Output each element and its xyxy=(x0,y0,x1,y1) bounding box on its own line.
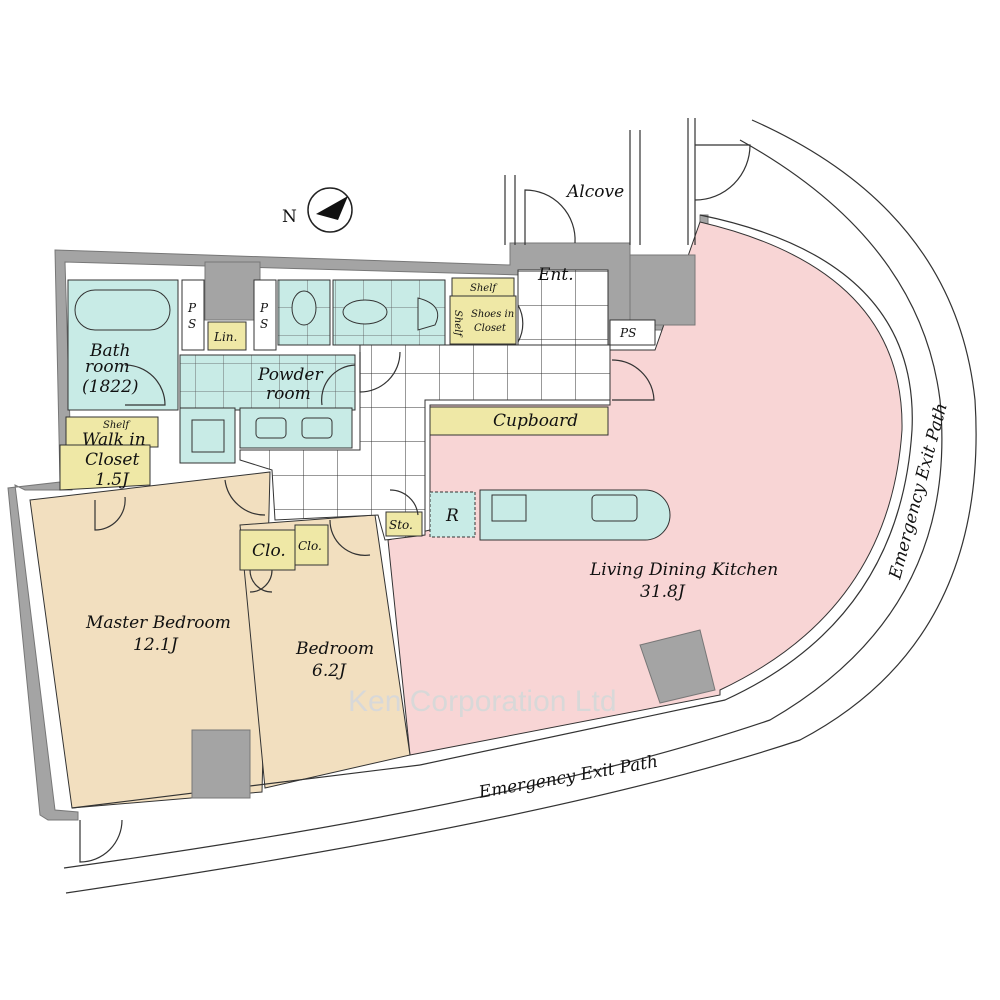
shoes-in-closet xyxy=(449,295,517,345)
ps-label: P xyxy=(187,301,197,315)
exit-path-label-bottom: Emergency Exit Path xyxy=(476,752,659,803)
pipe-space xyxy=(609,319,656,346)
bathroom-size: (1822) xyxy=(82,377,139,397)
alcove: Alcove xyxy=(504,118,751,245)
sink-icon xyxy=(255,417,287,439)
walk-in-closet xyxy=(59,444,151,491)
column xyxy=(191,729,251,799)
walk-in-closet-size: 1.5J xyxy=(95,470,130,490)
kitchen-sink-icon xyxy=(591,494,638,522)
alcove-label: Alcove xyxy=(565,182,624,202)
powder-room-label-2: room xyxy=(266,384,311,404)
master-bedroom xyxy=(29,471,271,809)
closet xyxy=(294,524,329,566)
shelf-label-vertical: Shelf xyxy=(452,310,463,338)
master-bedroom-label: Master Bedroom xyxy=(85,613,231,633)
column xyxy=(639,629,716,704)
closet-label: Clo. xyxy=(298,539,322,553)
walk-in-closet-label: Walk in xyxy=(82,430,146,450)
entrance-hall xyxy=(239,344,611,541)
toilet-icon xyxy=(342,299,388,325)
cupboard-label: Cupboard xyxy=(493,411,578,431)
bathroom-label-2: room xyxy=(85,357,130,377)
shoes-closet-label-2: Closet xyxy=(474,323,507,334)
vanity-sinks xyxy=(239,407,353,449)
bedroom-size: 6.2J xyxy=(312,661,347,681)
refrigerator xyxy=(429,491,476,538)
shelf-label: Shelf xyxy=(470,283,498,294)
ldk-label: Living Dining Kitchen xyxy=(589,560,778,580)
bedroom-label: Bedroom xyxy=(295,639,374,659)
ps-label: S xyxy=(188,317,196,331)
watermark: Ken Corporation Ltd xyxy=(348,685,617,718)
entrance-label: Ent. xyxy=(537,265,574,285)
pipe-space xyxy=(181,279,205,351)
stove-icon xyxy=(491,494,527,522)
ps-label: P xyxy=(259,301,269,315)
ldk-size: 31.8J xyxy=(640,582,686,602)
refrigerator-label: R xyxy=(445,506,459,526)
linen-label: Lin. xyxy=(213,330,237,344)
closet xyxy=(239,529,296,571)
storage xyxy=(385,511,423,537)
column xyxy=(204,261,261,321)
sink-icon xyxy=(301,417,333,439)
compass-label: N xyxy=(282,207,297,227)
compass-north-icon: N xyxy=(282,187,353,233)
shelf-label: Shelf xyxy=(103,420,131,431)
entrance xyxy=(517,269,609,346)
pipe-space xyxy=(253,279,277,351)
ps-label: S xyxy=(260,317,268,331)
bathtub-icon xyxy=(74,289,171,331)
bedroom xyxy=(239,514,411,789)
living-dining-kitchen xyxy=(387,221,903,756)
column xyxy=(629,254,696,326)
cupboard xyxy=(429,406,609,436)
ps-label: PS xyxy=(619,326,636,340)
storage-label: Sto. xyxy=(389,518,413,532)
shoes-closet-label: Shoes in xyxy=(471,309,514,320)
walk-in-closet-label-2: Closet xyxy=(85,450,139,470)
powder-room-label: Powder xyxy=(257,365,323,385)
linen-closet xyxy=(207,321,247,351)
closet-label: Clo. xyxy=(252,541,286,561)
walk-in-closet-shelf xyxy=(65,416,159,448)
washing-machine-icon xyxy=(179,407,236,464)
bathroom-label: Bath xyxy=(89,341,130,361)
doors xyxy=(79,351,655,863)
toilet-icon xyxy=(291,290,317,326)
master-bedroom-size: 12.1J xyxy=(133,635,179,655)
